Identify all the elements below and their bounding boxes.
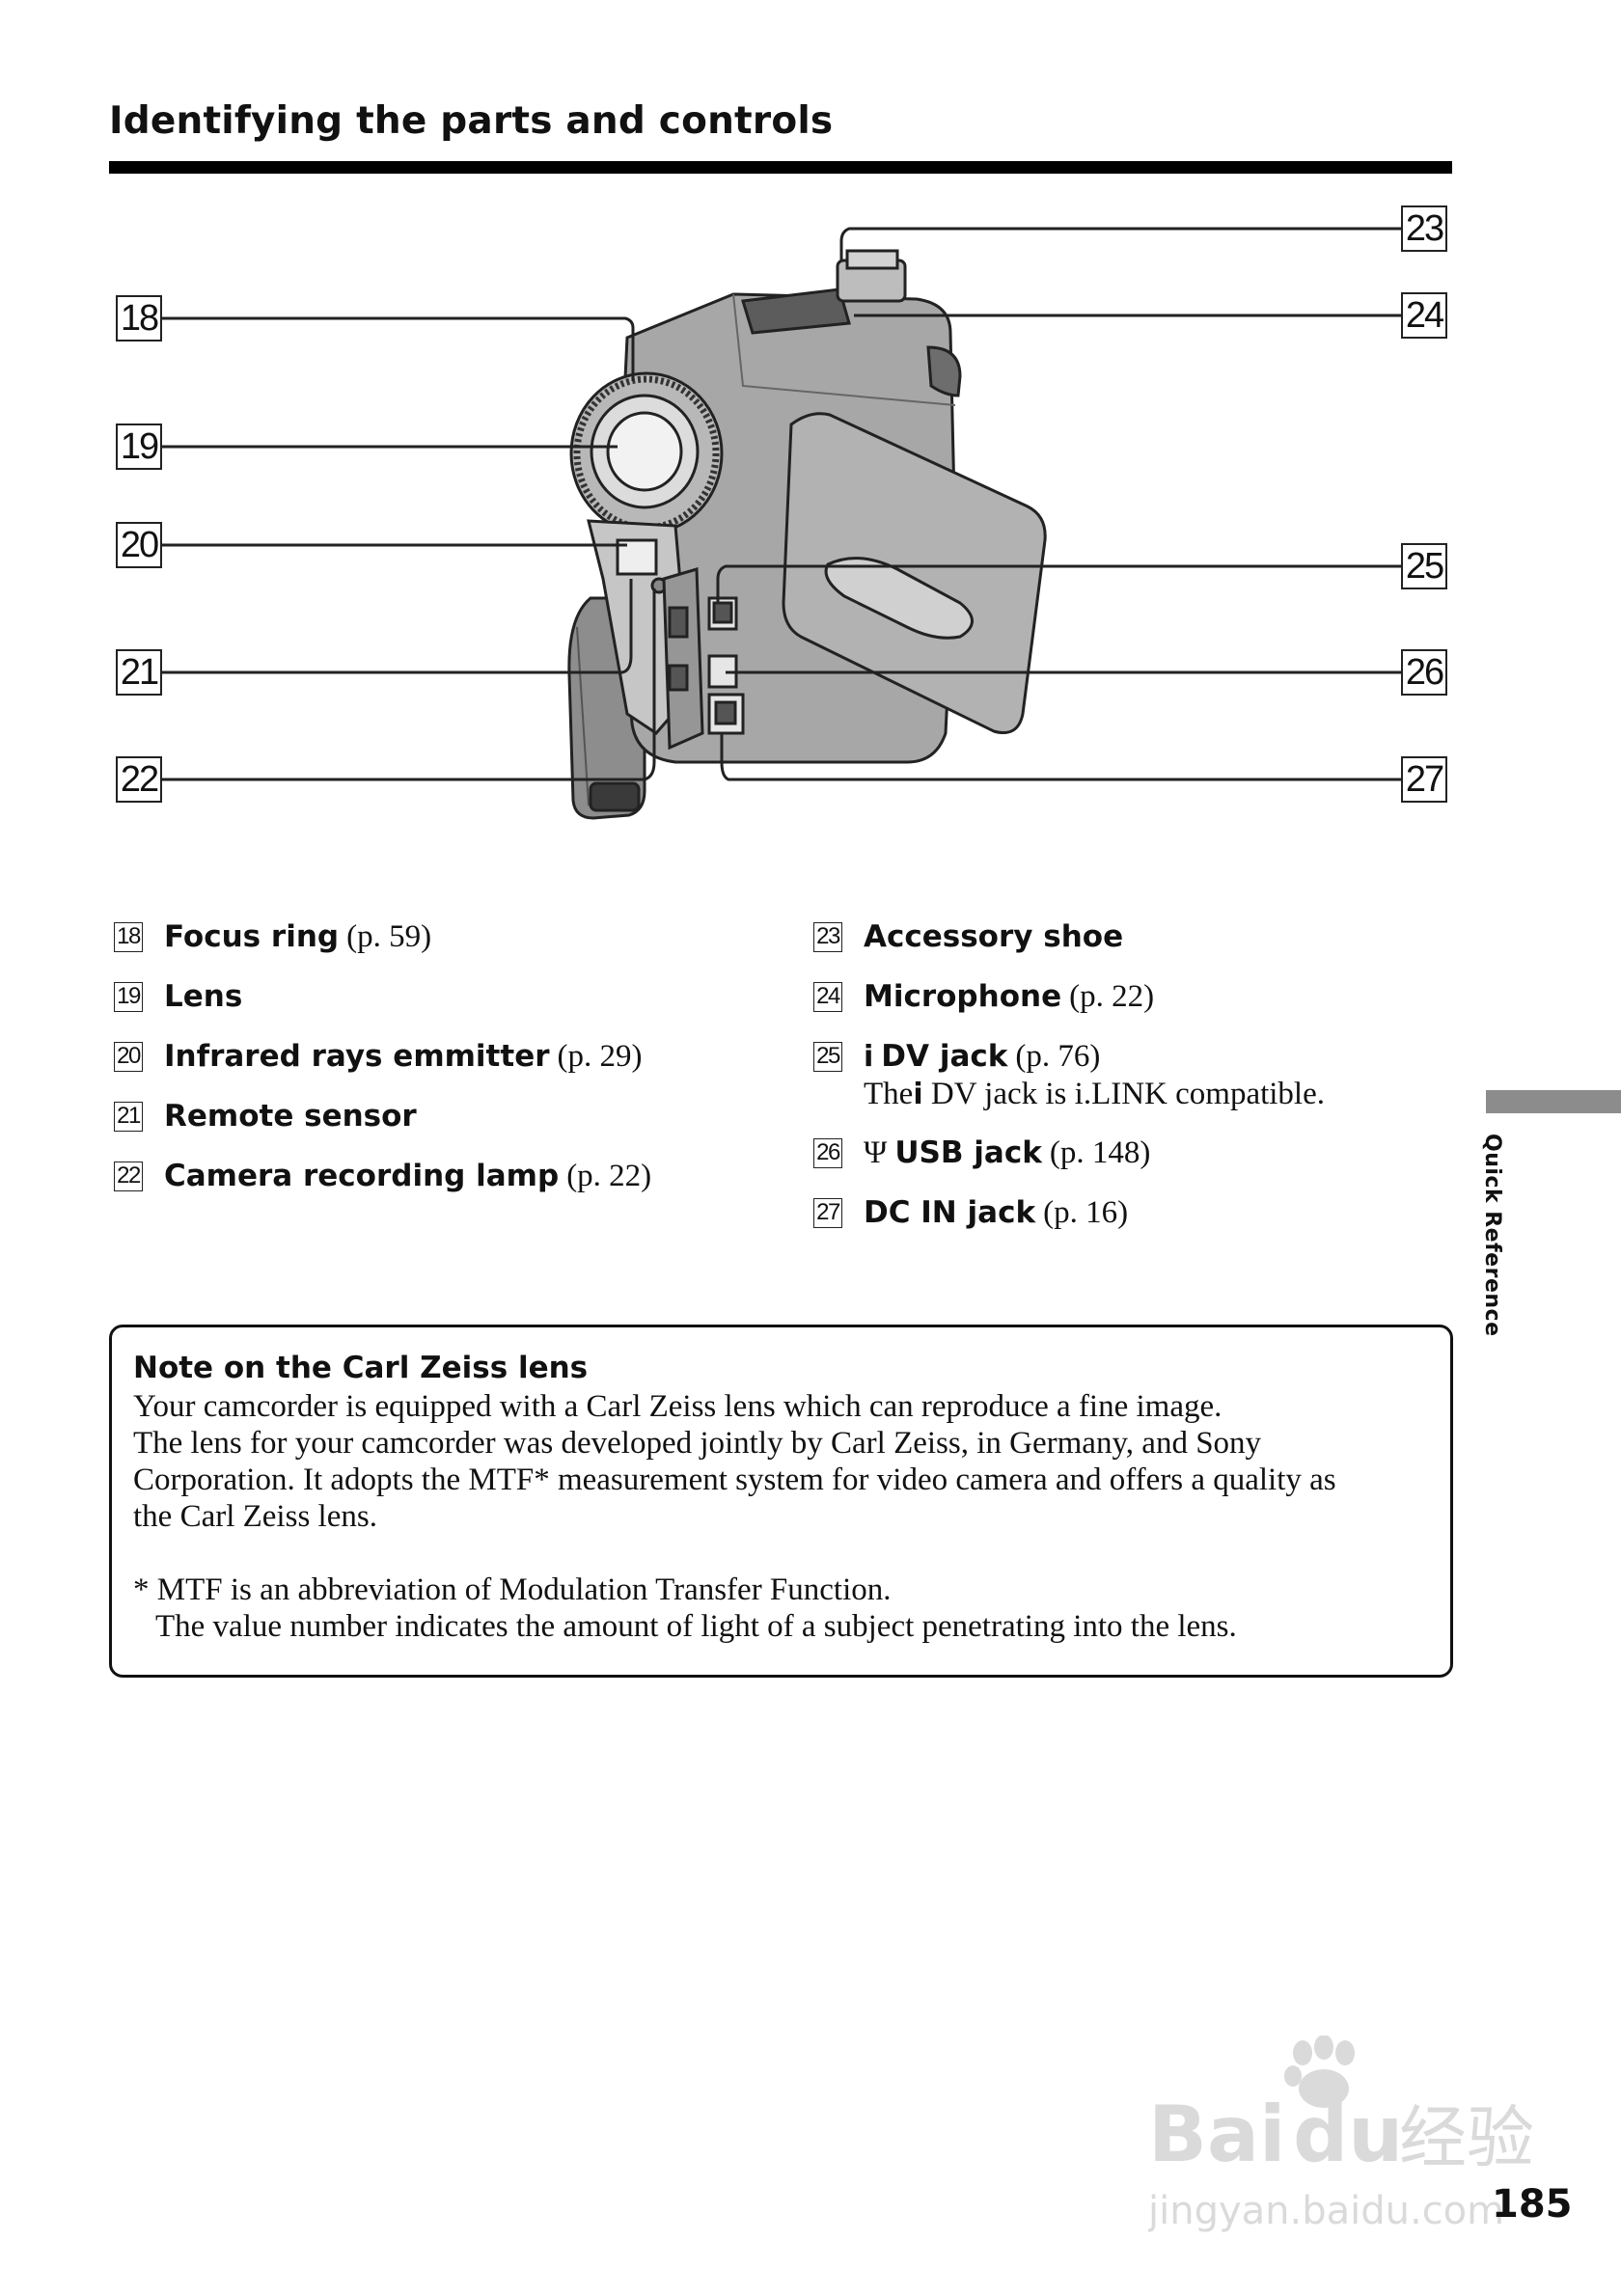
part-name: Microphone — [864, 979, 1062, 1014]
part-name: DC IN jack — [864, 1195, 1036, 1230]
camcorder-drawing — [567, 249, 1047, 820]
legend-number: 20 — [114, 1042, 143, 1072]
part-name: Focus ring — [164, 919, 340, 954]
callout-19: 19 — [116, 424, 162, 470]
legend-item: 20 Infrared rays emmitter (p. 29) — [109, 1036, 784, 1096]
callout-22: 22 — [116, 756, 162, 803]
part-name: USB jack — [894, 1135, 1042, 1170]
page-ref: (p. 22) — [566, 1159, 652, 1193]
page-ref: (p. 29) — [557, 1039, 643, 1074]
legend-item: 18 Focus ring (p. 59) — [109, 916, 784, 976]
legend-number: 18 — [114, 922, 143, 952]
legend-number: 19 — [114, 982, 143, 1012]
legend-number: 25 — [813, 1042, 842, 1072]
part-note: Thei DV jack is i.LINK compatible. — [864, 1077, 1325, 1111]
leader-lines — [162, 227, 1401, 781]
part-name: Accessory shoe — [864, 919, 1124, 954]
ilink-icon: i — [864, 1040, 874, 1074]
legend-item: 25 i DV jack (p. 76) Thei DV jack is i.L… — [809, 1036, 1407, 1133]
page-ref: (p. 16) — [1043, 1195, 1129, 1230]
note-line: the Carl Zeiss lens. — [133, 1499, 377, 1534]
legend-number: 26 — [813, 1138, 842, 1168]
note-line: The lens for your camcorder was develope… — [133, 1426, 1262, 1461]
watermark-brand: Bai — [1148, 2090, 1285, 2179]
legend-item: 21 Remote sensor — [109, 1096, 784, 1156]
legend-item: 24 Microphone (p. 22) — [809, 976, 1407, 1036]
callout-23: 23 — [1401, 205, 1447, 252]
legend-left: 18 Focus ring (p. 59) 19 Lens 20 Infrare… — [109, 916, 784, 1216]
legend-number: 23 — [813, 922, 842, 952]
title-rule — [109, 161, 1452, 174]
watermark-brand2: du — [1293, 2090, 1403, 2179]
note-line: Corporation. It adopts the MTF* measurem… — [133, 1462, 1336, 1497]
camcorder-diagram — [162, 227, 1401, 820]
legend-number: 24 — [813, 982, 842, 1012]
part-name: Camera recording lamp — [164, 1159, 560, 1193]
part-name: Lens — [164, 979, 243, 1014]
part-name: Infrared rays emmitter — [164, 1039, 550, 1074]
note-title: Note on the Carl Zeiss lens — [133, 1351, 589, 1385]
page-number: 185 — [1492, 2182, 1573, 2227]
page-ref: (p. 76) — [1015, 1039, 1101, 1074]
side-tab-marker — [1486, 1090, 1621, 1113]
callout-26: 26 — [1401, 649, 1447, 696]
section-title: Identifying the parts and controls — [109, 99, 834, 143]
watermark-chinese: 经验 — [1399, 2098, 1534, 2177]
usb-icon: Ψ — [864, 1135, 888, 1170]
legend-item: 27 DC IN jack (p. 16) — [809, 1192, 1407, 1252]
callout-20: 20 — [116, 522, 162, 568]
callout-24: 24 — [1401, 292, 1447, 339]
page-ref: (p. 148) — [1049, 1135, 1151, 1170]
part-name: Remote sensor — [164, 1099, 417, 1134]
baidu-watermark: Bai du 经验 jingyan.baidu.com — [1148, 2036, 1534, 2233]
note-box: Note on the Carl Zeiss lens Your camcord… — [109, 1325, 1453, 1678]
legend-number: 22 — [114, 1162, 143, 1191]
legend-right: 23 Accessory shoe 24 Microphone (p. 22) … — [809, 916, 1407, 1252]
legend-item: 23 Accessory shoe — [809, 916, 1407, 976]
page-ref: (p. 22) — [1069, 979, 1155, 1014]
note-line: Your camcorder is equipped with a Carl Z… — [133, 1389, 1223, 1424]
legend-number: 21 — [114, 1102, 143, 1132]
callout-25: 25 — [1401, 543, 1447, 589]
legend-number: 27 — [813, 1198, 842, 1228]
footnote-line: The value number indicates the amount of… — [155, 1609, 1237, 1644]
legend-item: 19 Lens — [109, 976, 784, 1036]
callout-18: 18 — [116, 295, 162, 342]
callout-27: 27 — [1401, 756, 1447, 803]
callout-21: 21 — [116, 649, 162, 696]
ilink-icon: i — [913, 1078, 923, 1111]
legend-item: 26 Ψ USB jack (p. 148) — [809, 1133, 1407, 1192]
watermark-url: jingyan.baidu.com — [1148, 2189, 1504, 2233]
part-name: DV jack — [881, 1039, 1008, 1074]
footnote-line: * MTF is an abbreviation of Modulation T… — [133, 1572, 892, 1607]
page-ref: (p. 59) — [346, 919, 432, 954]
side-tab-label: Quick Reference — [1480, 1134, 1504, 1337]
legend-item: 22 Camera recording lamp (p. 22) — [109, 1156, 784, 1216]
